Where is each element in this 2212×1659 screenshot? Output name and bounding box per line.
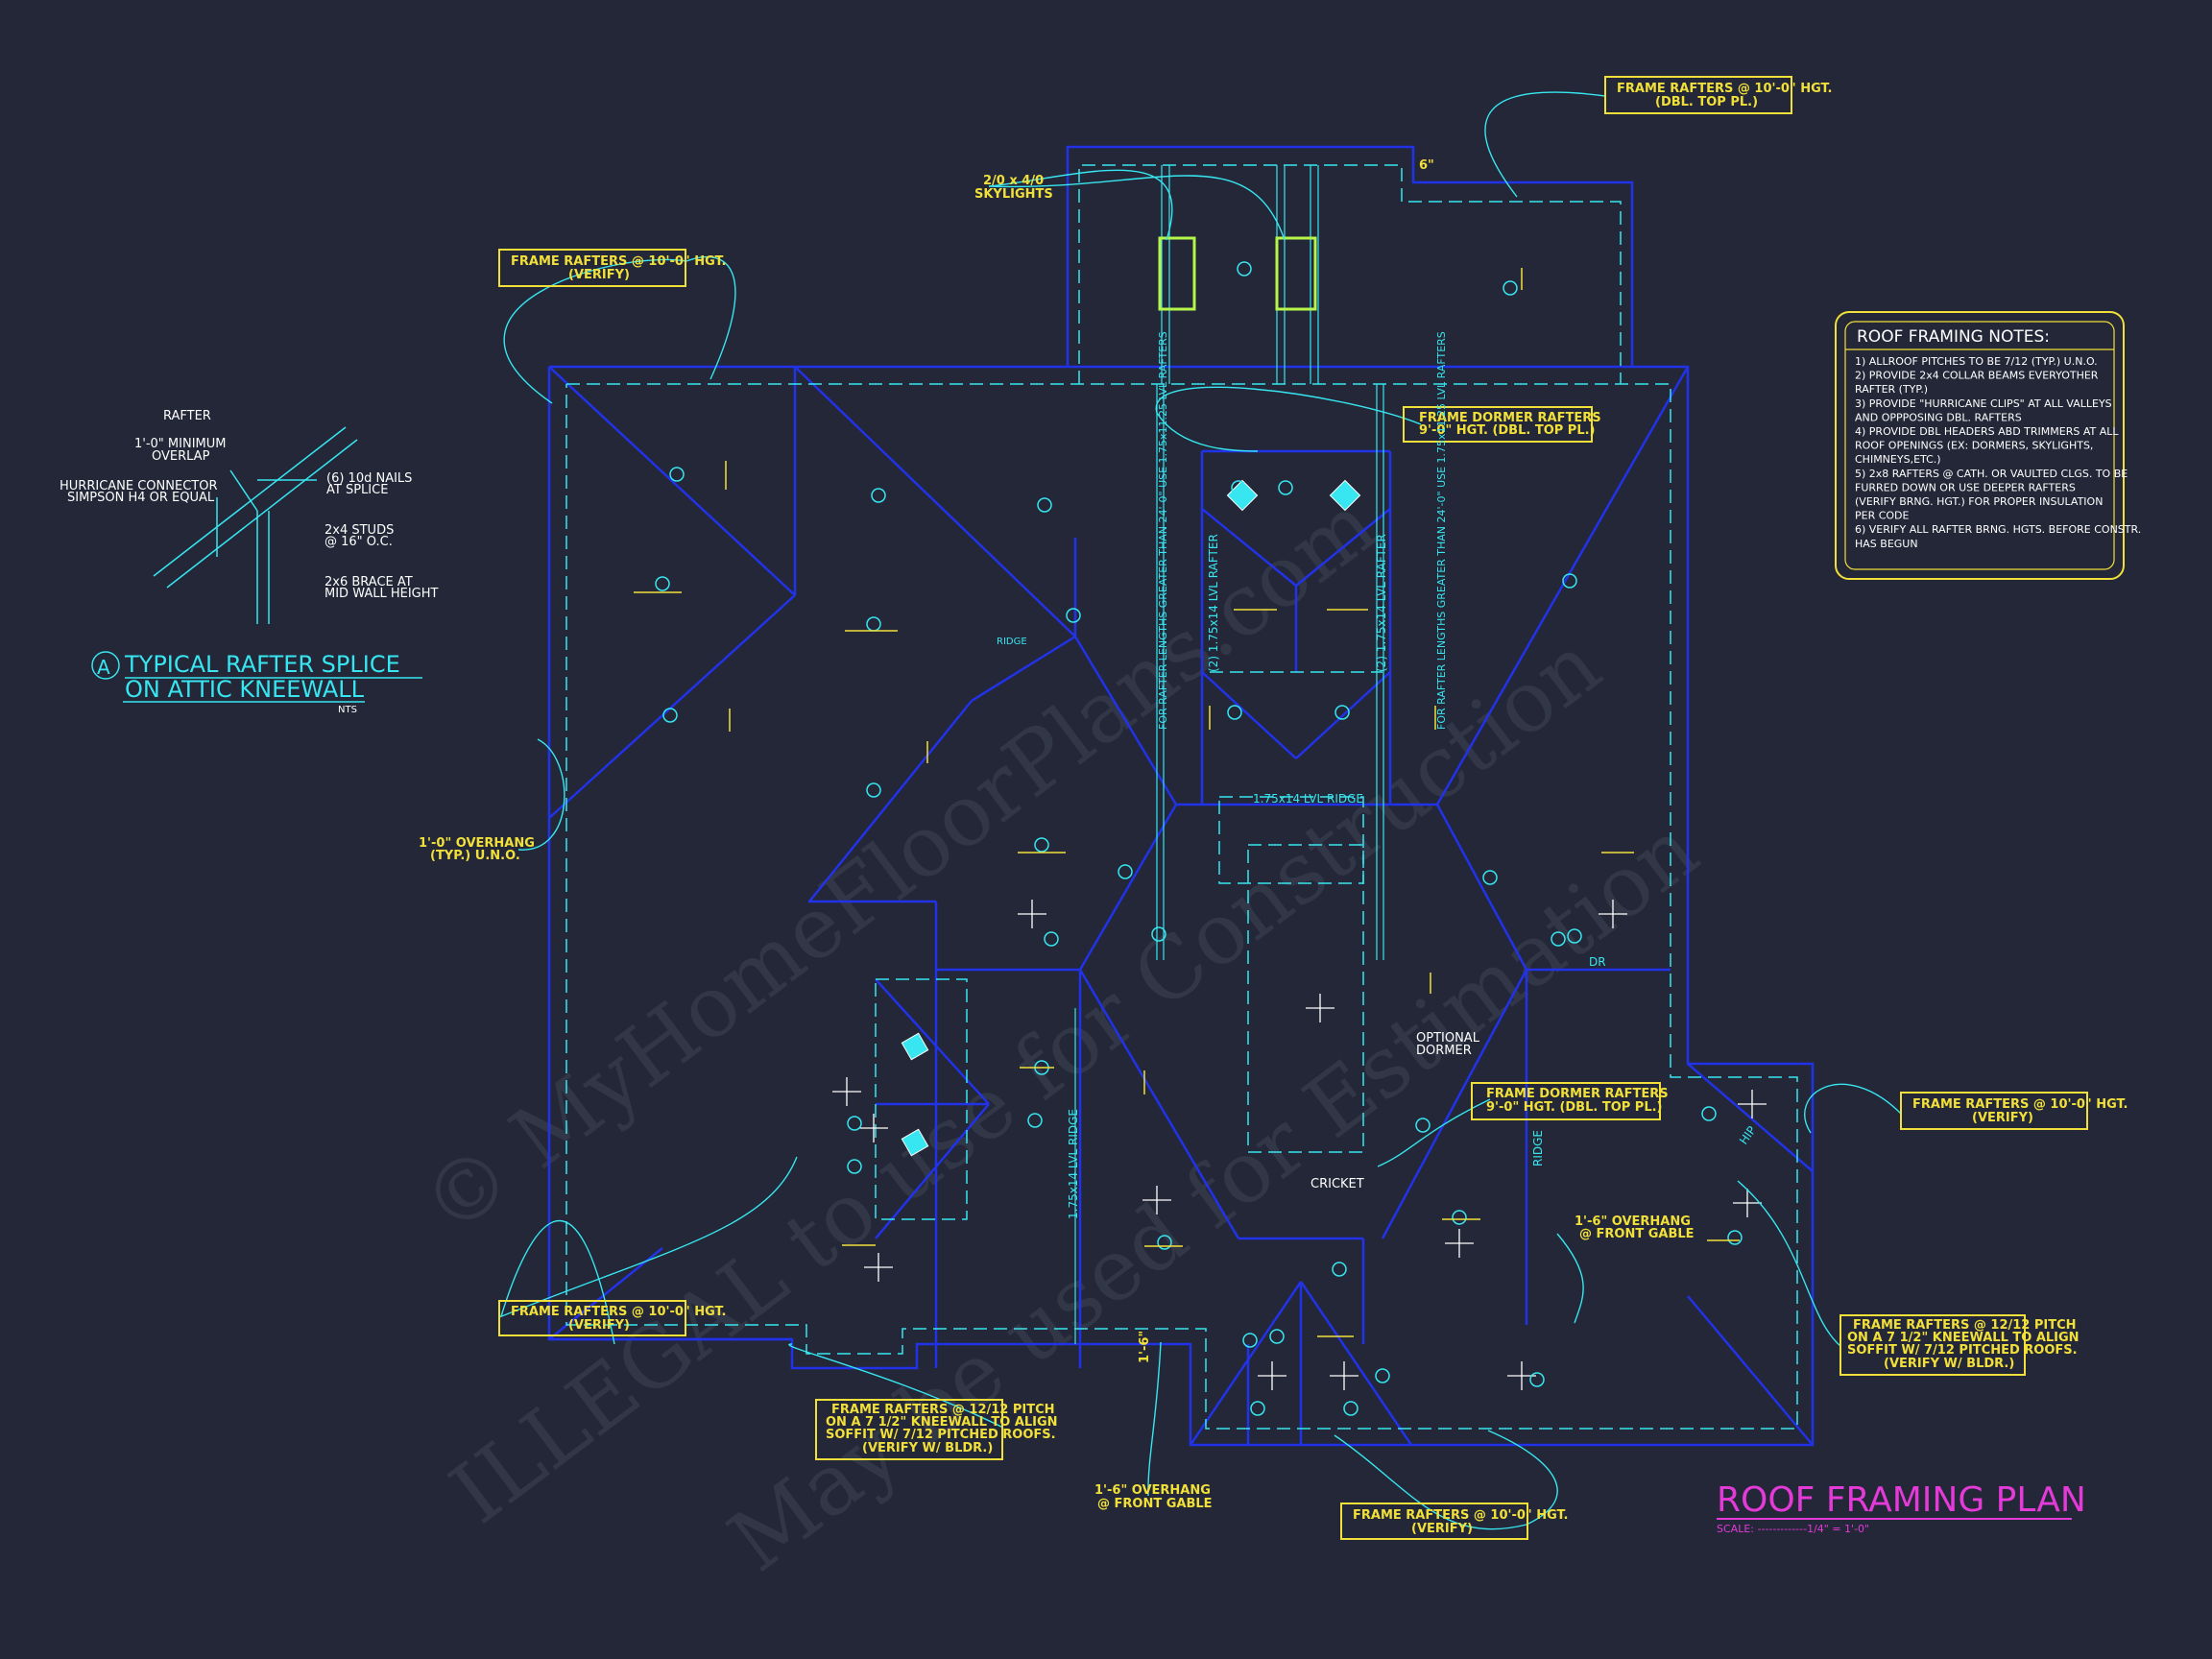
optional-dormer-1: OPTIONAL	[1416, 1031, 1480, 1046]
plan-title-block: ROOF FRAMING PLAN SCALE: -------------1/…	[1717, 1480, 2086, 1535]
overhang-outline	[565, 164, 1798, 1430]
leader-lines	[498, 91, 1902, 1530]
plan-labels: 1.75x14 LVL RIDGE 1.75x14 LVL RIDGE (2) …	[997, 158, 1759, 1363]
ridge-left-label: 1.75x14 LVL RIDGE	[1067, 1109, 1080, 1219]
notes-item: 5) 2x8 RAFTERS @ CATH. OR VAULTED CLGS. …	[1855, 468, 2128, 480]
detail-nts: NTS	[338, 705, 357, 715]
callout-fg-right-2: @ FRONT GABLE	[1579, 1227, 1695, 1241]
callout-left-low-1: FRAME RAFTERS @ 10'-0" HGT.	[511, 1305, 726, 1319]
plan-title: ROOF FRAMING PLAN	[1717, 1480, 2086, 1520]
dormer-windows	[901, 479, 1361, 1157]
callout-knee-left-2: ON A 7 1/2" KNEEWALL TO ALIGN	[826, 1415, 1058, 1430]
notes-item: PER CODE	[1855, 510, 1910, 522]
skylight-2	[1275, 236, 1317, 311]
detail-marker-circle	[91, 651, 120, 680]
notes-item: (VERIFY BRNG. HGT.) FOR PROPER INSULATIO…	[1855, 495, 2103, 508]
detail-nails-1: (6) 10d NAILS	[326, 471, 412, 486]
callout-knee-left-1: FRAME RAFTERS @ 12/12 PITCH	[831, 1403, 1055, 1417]
detail-brace-2: MID WALL HEIGHT	[325, 587, 439, 601]
callout-fg-bottom-1: 1'-6" OVERHANG	[1094, 1483, 1211, 1498]
notes-item: 2) PROVIDE 2x4 COLLAR BEAMS EVERYOTHER	[1855, 370, 2099, 382]
watermark: © MyHomeFloorPlans.com ILLEGAL to use fo…	[404, 474, 1716, 1591]
callout-skylights-2: SKYLIGHTS	[974, 187, 1053, 202]
detail-title-1: TYPICAL RAFTER SPLICE	[124, 651, 400, 678]
callout-left-low-2: (VERIFY)	[568, 1318, 630, 1333]
rafter-note-right: FOR RAFTER LENGTHS GREATER THAN 24'-0" U…	[1435, 331, 1448, 730]
callout-bottom-1: FRAME RAFTERS @ 10'-0" HGT.	[1353, 1508, 1568, 1523]
dim-1-6-label: 1'-6"	[1138, 1331, 1152, 1363]
callout-dormer-mid-2: 9'-0" HGT. (DBL. TOP PL.)	[1486, 1100, 1663, 1115]
callout-knee-right-3: SOFFIT W/ 7/12 PITCHED ROOFS.	[1847, 1343, 2078, 1358]
notes-item: CHIMNEYS,ETC.)	[1855, 453, 1941, 466]
callout-overhang-1: 1'-0" OVERHANG	[419, 836, 535, 851]
detail-connector-1: HURRICANE CONNECTOR	[60, 479, 218, 493]
pitch-symbols	[832, 900, 1767, 1390]
rafter-note-left: FOR RAFTER LENGTHS GREATER THAN 24'-0" U…	[1157, 331, 1169, 730]
callout-knee-right-1: FRAME RAFTERS @ 12/12 PITCH	[1853, 1318, 2077, 1333]
lvl-rafter-label-1: (2) 1.75x14 LVL RAFTER	[1207, 534, 1220, 672]
callout-fg-bottom-2: @ FRONT GABLE	[1097, 1497, 1213, 1511]
callout-dormer-mid-1: FRAME DORMER RAFTERS	[1486, 1087, 1669, 1101]
ridge-small-label: RIDGE	[997, 637, 1027, 647]
notes-item: 3) PROVIDE "HURRICANE CLIPS" AT ALL VALL…	[1855, 397, 2112, 410]
detail-rafter-splice: RAFTER 1'-0" MINIMUM OVERLAP HURRICANE C…	[60, 409, 439, 715]
notes-item: 6) VERIFY ALL RAFTER BRNG. HGTS. BEFORE …	[1855, 523, 2141, 536]
ridge-small-label-2: RIDGE	[1531, 1130, 1545, 1166]
notes-item: AND OPPPOSING DBL. RAFTERS	[1855, 411, 2022, 423]
detail-rafter-label: RAFTER	[163, 409, 211, 423]
callout-top-left-2: (VERIFY)	[568, 268, 630, 282]
detail-marker: A	[97, 656, 110, 679]
notes-item: 4) PROVIDE DBL HEADERS ABD TRIMMERS AT A…	[1855, 425, 2119, 438]
callout-right-1: FRAME RAFTERS @ 10'-0" HGT.	[1912, 1097, 2128, 1112]
callout-top-right-1: FRAME RAFTERS @ 10'-0" HGT.	[1617, 82, 1832, 96]
callout-knee-left-4: (VERIFY W/ BLDR.)	[862, 1441, 993, 1455]
callout-bottom-2: (VERIFY)	[1411, 1522, 1473, 1536]
callout-knee-right-4: (VERIFY W/ BLDR.)	[1884, 1357, 2014, 1371]
notes-list: 1) ALLROOF PITCHES TO BE 7/12 (TYP.) U.N…	[1855, 355, 2141, 550]
callout-skylights-1: 2/0 x 4/0	[983, 174, 1044, 188]
lvl-rafter-lines	[1074, 165, 1384, 1344]
callout-top-right-2: (DBL. TOP PL.)	[1655, 95, 1758, 109]
callout-fg-right-1: 1'-6" OVERHANG	[1575, 1214, 1691, 1229]
optional-dormer-2: DORMER	[1416, 1044, 1472, 1058]
skylight-1	[1158, 236, 1196, 311]
callout-overhang-2: (TYP.) U.N.O.	[430, 849, 520, 863]
direction-arrows	[634, 268, 1740, 1337]
detail-overlap-2: OVERLAP	[152, 449, 210, 464]
notes-title: ROOF FRAMING NOTES:	[1857, 327, 2050, 347]
callout-dormer-top-2: 9'-0" HGT. (DBL. TOP PL.)	[1419, 423, 1596, 438]
callout-dormer-top-1: FRAME DORMER RAFTERS	[1419, 411, 1601, 425]
detail-brace-1: 2x6 BRACE AT	[325, 575, 413, 589]
detail-title-2: ON ATTIC KNEEWALL	[125, 676, 365, 703]
callout-right-2: (VERIFY)	[1972, 1111, 2033, 1125]
dim-6-label: 6"	[1419, 158, 1434, 173]
hip-label: HIP	[1737, 1123, 1759, 1146]
callout-top-left-1: FRAME RAFTERS @ 10'-0" HGT.	[511, 254, 726, 269]
detail-connector-2: SIMPSON H4 OR EQUAL	[67, 491, 215, 505]
callout-boxes	[498, 76, 2088, 1540]
notes-item: FURRED DOWN OR USE DEEPER RAFTERS	[1855, 481, 2076, 493]
notes-item: ROOF OPENINGS (EX: DORMERS, SKYLIGHTS,	[1855, 440, 2093, 452]
skylights	[1158, 236, 1317, 311]
detail-studs-1: 2x4 STUDS	[325, 523, 394, 538]
notes-item: 1) ALLROOF PITCHES TO BE 7/12 (TYP.) U.N…	[1855, 355, 2098, 368]
notes-item: RAFTER (TYP.)	[1855, 383, 1928, 396]
detail-overlap-1: 1'-0" MINIMUM	[134, 437, 226, 451]
callout-knee-right-2: ON A 7 1/2" KNEEWALL TO ALIGN	[1847, 1331, 2080, 1345]
plan-scale: SCALE: -------------1/4" = 1'-0"	[1717, 1523, 1869, 1535]
lvl-rafter-label-2: (2) 1.75x14 LVL RAFTER	[1375, 534, 1388, 672]
ridge-top-label: 1.75x14 LVL RIDGE	[1253, 792, 1363, 805]
dr-label: DR	[1589, 955, 1606, 969]
roof-outline	[547, 145, 1815, 1447]
notes-item: HAS BEGUN	[1855, 538, 1918, 550]
callout-texts: FRAME RAFTERS @ 10'-0" HGT. (DBL. TOP PL…	[419, 82, 2128, 1536]
detail-nails-2: AT SPLICE	[326, 483, 388, 497]
cricket-label: CRICKET	[1310, 1177, 1364, 1191]
callout-knee-left-3: SOFFIT W/ 7/12 PITCHED ROOFS.	[826, 1428, 1056, 1442]
detail-studs-2: @ 16" O.C.	[325, 535, 393, 549]
roof-framing-notes: ROOF FRAMING NOTES: 1) ALLROOF PITCHES T…	[1835, 311, 2141, 580]
